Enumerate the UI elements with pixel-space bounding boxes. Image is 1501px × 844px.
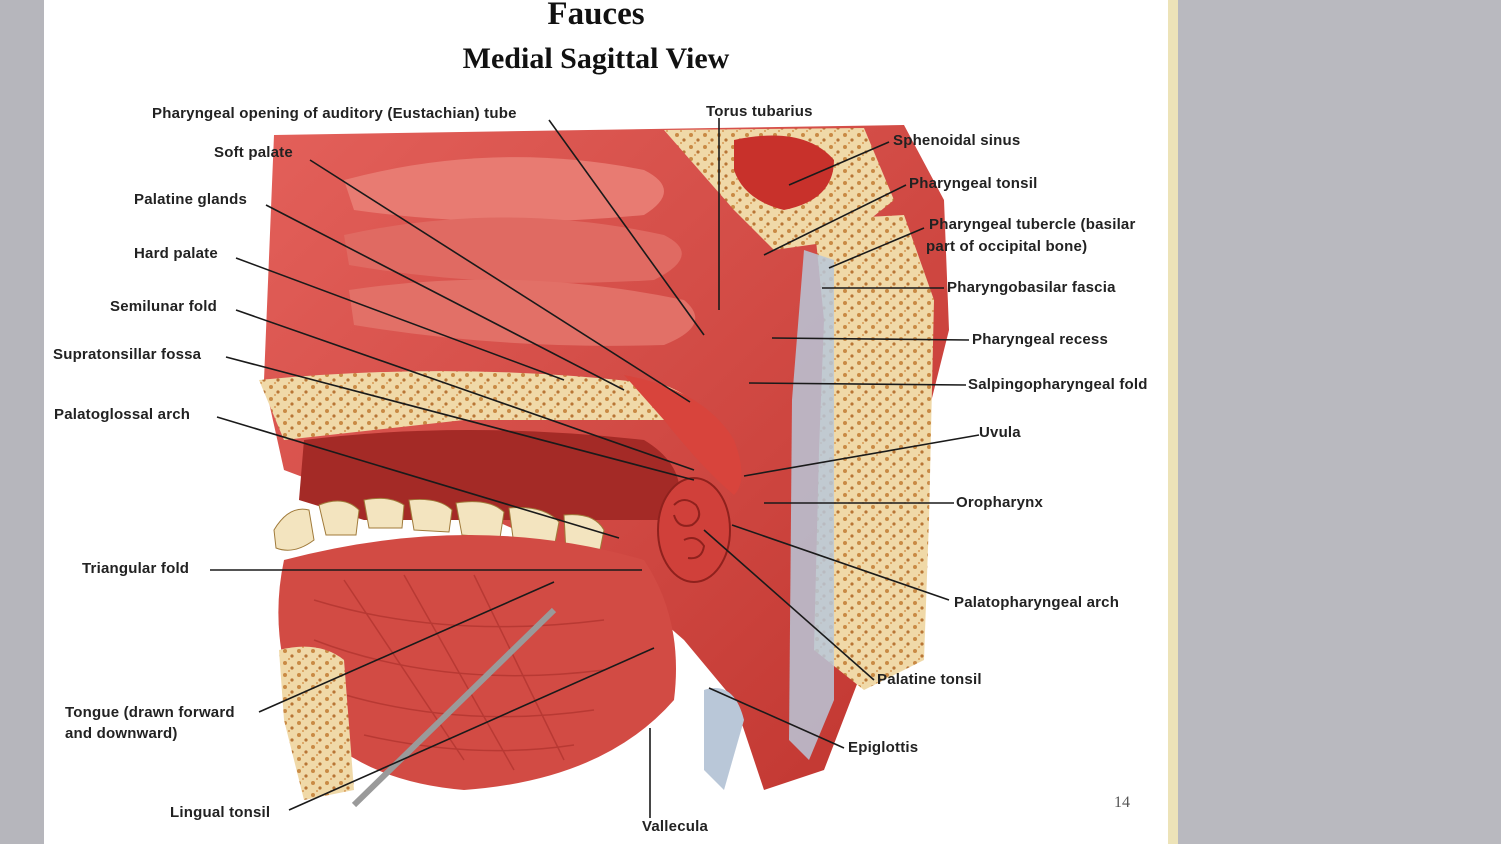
label-pharyngeal-recess: Pharyngeal recess — [972, 331, 1108, 348]
label-soft-palate: Soft palate — [214, 144, 293, 161]
slide-edge — [1168, 0, 1178, 844]
label-palatoglossal-arch: Palatoglossal arch — [54, 406, 191, 423]
label-lingual-tonsil: Lingual tonsil — [170, 804, 271, 821]
sphenoidal-sinus-cavity — [734, 135, 834, 210]
nasal-concha-inferior — [349, 279, 696, 346]
label-supratonsillar-fossa: Supratonsillar fossa — [53, 346, 202, 363]
nasal-concha-superior — [344, 157, 664, 222]
nasal-concha-middle — [344, 217, 682, 283]
oral-cavity — [299, 430, 680, 520]
label-pharyngobasilar-fascia: Pharyngobasilar fascia — [947, 279, 1116, 296]
label-vallecula: Vallecula — [642, 818, 709, 835]
palatine-tonsil — [657, 477, 731, 583]
label-palatine-tonsil: Palatine tonsil — [877, 671, 982, 688]
mandible — [279, 646, 354, 800]
anatomy-illustration — [210, 118, 980, 818]
label-tongue-line1: Tongue (drawn forward — [65, 704, 235, 721]
label-tongue-line2: and downward) — [65, 725, 178, 742]
label-salpingopharyngeal-fold: Salpingopharyngeal fold — [968, 376, 1148, 393]
slide-subtitle: Medial Sagittal View — [462, 42, 730, 75]
prevertebral-fascia — [789, 250, 834, 760]
label-triangular-fold: Triangular fold — [82, 560, 190, 577]
label-semilunar-fold: Semilunar fold — [110, 298, 217, 315]
hard-palate-bone — [259, 371, 696, 440]
label-pharyngeal-tubercle-line1: Pharyngeal tubercle (basilar — [929, 216, 1136, 233]
label-pharyngeal-tubercle-line2: part of occipital bone) — [926, 238, 1088, 255]
left-margin — [0, 0, 44, 844]
tongue-depressor — [351, 607, 557, 808]
slide-title: Fauces — [547, 0, 645, 32]
label-palatine-glands: Palatine glands — [134, 191, 248, 208]
tongue — [278, 535, 676, 790]
label-oropharynx: Oropharynx — [956, 494, 1044, 511]
leader-lines — [210, 118, 980, 818]
slide: Fauces Medial Sagittal View — [44, 0, 1168, 844]
soft-palate-tissue — [624, 375, 742, 495]
epiglottis-tissue — [704, 688, 744, 790]
label-torus-tubarius: Torus tubarius — [706, 103, 813, 120]
label-sphenoidal-sinus: Sphenoidal sinus — [893, 132, 1021, 149]
label-palatopharyngeal-arch: Palatopharyngeal arch — [954, 594, 1120, 611]
label-hard-palate: Hard palate — [134, 245, 218, 262]
label-epiglottis: Epiglottis — [848, 739, 919, 756]
page-number: 14 — [1114, 794, 1130, 811]
label-uvula: Uvula — [979, 424, 1021, 441]
right-margin — [1178, 0, 1501, 844]
cervical-spine — [814, 215, 934, 690]
label-pharyngeal-tonsil: Pharyngeal tonsil — [909, 175, 1038, 192]
label-pharyngeal-opening: Pharyngeal opening of auditory (Eustachi… — [152, 105, 517, 122]
